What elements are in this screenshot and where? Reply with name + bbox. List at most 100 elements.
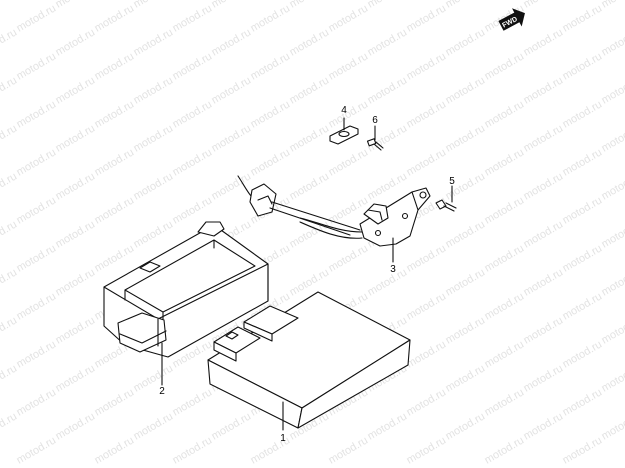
watermark-text: motod.ru (54, 410, 98, 442)
watermark-text: motod.ru (210, 122, 254, 154)
watermark-text: motod.ru (405, 386, 449, 418)
watermark-text: motod.ru (0, 26, 19, 58)
watermark-text: motod.ru (444, 74, 488, 106)
watermark-text: motod.ru (54, 266, 98, 298)
watermark-text: motod.ru (561, 146, 605, 178)
watermark-text: motod.ru (0, 122, 19, 154)
watermark-text: motod.ru (600, 0, 625, 11)
watermark-text: motod.ru (600, 314, 625, 346)
plate-part (329, 125, 359, 145)
watermark-text: motod.ru (483, 242, 527, 274)
screw-part (366, 138, 384, 151)
watermark-text: motod.ru (600, 26, 625, 58)
watermark-text: motod.ru (132, 0, 176, 11)
watermark-text: motod.ru (444, 410, 488, 442)
watermark-text: motod.ru (171, 386, 215, 418)
callout-ecu-case: 2 (159, 386, 165, 397)
watermark-text: motod.ru (171, 98, 215, 130)
watermark-text: motod.ru (522, 170, 566, 202)
watermark-text: motod.ru (561, 386, 605, 418)
watermark-text: motod.ru (561, 50, 605, 82)
watermark-text: motod.ru (54, 170, 98, 202)
watermark-text: motod.ru (483, 386, 527, 418)
callout-ecu: 1 (280, 433, 286, 444)
watermark-text: motod.ru (483, 194, 527, 226)
watermark-text: motod.ru (405, 146, 449, 178)
watermark-text: motod.ru (288, 266, 332, 298)
watermark-text: motod.ru (132, 362, 176, 394)
watermark-text: motod.ru (522, 362, 566, 394)
watermark-text: motod.ru (93, 434, 137, 466)
watermark-text: motod.ru (366, 26, 410, 58)
watermark-text: motod.ru (444, 362, 488, 394)
watermark-text: motod.ru (327, 242, 371, 274)
watermark-text: motod.ru (132, 74, 176, 106)
watermark-text: motod.ru (210, 170, 254, 202)
watermark-text: motod.ru (54, 0, 98, 11)
watermark-text: motod.ru (483, 146, 527, 178)
watermark-text: motod.ru (600, 170, 625, 202)
leader-lines (161, 117, 453, 431)
cable-bracket-part (237, 175, 431, 247)
watermark-text: motod.ru (132, 26, 176, 58)
watermark-text: motod.ru (522, 26, 566, 58)
watermark-text: motod.ru (561, 434, 605, 466)
watermark-text: motod.ru (93, 242, 137, 274)
watermark-text: motod.ru (522, 314, 566, 346)
watermark-text: motod.ru (249, 146, 293, 178)
watermark-text: motod.ru (366, 266, 410, 298)
watermark-text: motod.ru (15, 290, 59, 322)
watermark-text: motod.ru (405, 338, 449, 370)
watermark-text: motod.ru (444, 26, 488, 58)
watermark-text: motod.ru (327, 2, 371, 34)
watermark-text: motod.ru (54, 362, 98, 394)
watermark-text: motod.ru (210, 74, 254, 106)
watermark-text: motod.ru (249, 2, 293, 34)
watermark-text: motod.ru (0, 218, 19, 250)
watermark-text: motod.ru (15, 2, 59, 34)
watermark-text: motod.ru (15, 146, 59, 178)
watermark-text: motod.ru (171, 146, 215, 178)
watermark-text: motod.ru (54, 122, 98, 154)
watermark-text: motod.ru (366, 0, 410, 11)
watermark-text: motod.ru (405, 2, 449, 34)
watermark-text: motod.ru (132, 122, 176, 154)
watermark-text: motod.ru (0, 266, 19, 298)
watermark-text: motod.ru (405, 98, 449, 130)
watermark-text: motod.ru (93, 194, 137, 226)
watermark-text: motod.ru (522, 0, 566, 11)
watermark-text: motod.ru (522, 218, 566, 250)
watermark-text: motod.ru (93, 98, 137, 130)
watermark-text: motod.ru (93, 146, 137, 178)
watermark-text: motod.ru (132, 218, 176, 250)
watermark-text: motod.ru (366, 74, 410, 106)
watermark-text: motod.ru (288, 26, 332, 58)
watermark-text: motod.ru (405, 434, 449, 466)
watermark-text: motod.ru (522, 266, 566, 298)
watermark-text: motod.ru (210, 0, 254, 11)
watermark-text: motod.ru (561, 338, 605, 370)
callout-bracket: 3 (390, 264, 396, 275)
callout-plate: 4 (341, 105, 347, 116)
callout-screw-6: 6 (372, 115, 378, 126)
watermark-text: motod.ru (522, 410, 566, 442)
ecu-case-part (103, 221, 269, 358)
watermark-text: motod.ru (444, 266, 488, 298)
watermark-text: motod.ru (366, 122, 410, 154)
watermark-text: motod.ru (561, 242, 605, 274)
watermark-text: motod.ru (15, 242, 59, 274)
watermark-text: motod.ru (0, 410, 19, 442)
watermark-text: motod.ru (0, 170, 19, 202)
watermark-text: motod.ru (444, 122, 488, 154)
watermark-text: motod.ru (405, 290, 449, 322)
watermark-text: motod.ru (483, 338, 527, 370)
watermark-text: motod.ru (0, 362, 19, 394)
watermark-text: motod.ru (210, 410, 254, 442)
watermark-text: motod.ru (0, 74, 19, 106)
watermark-text: motod.ru (15, 386, 59, 418)
watermark-text: motod.ru (54, 314, 98, 346)
watermark-text: motod.ru (15, 434, 59, 466)
watermark-text: motod.ru (483, 434, 527, 466)
watermark-text: motod.ru (171, 2, 215, 34)
